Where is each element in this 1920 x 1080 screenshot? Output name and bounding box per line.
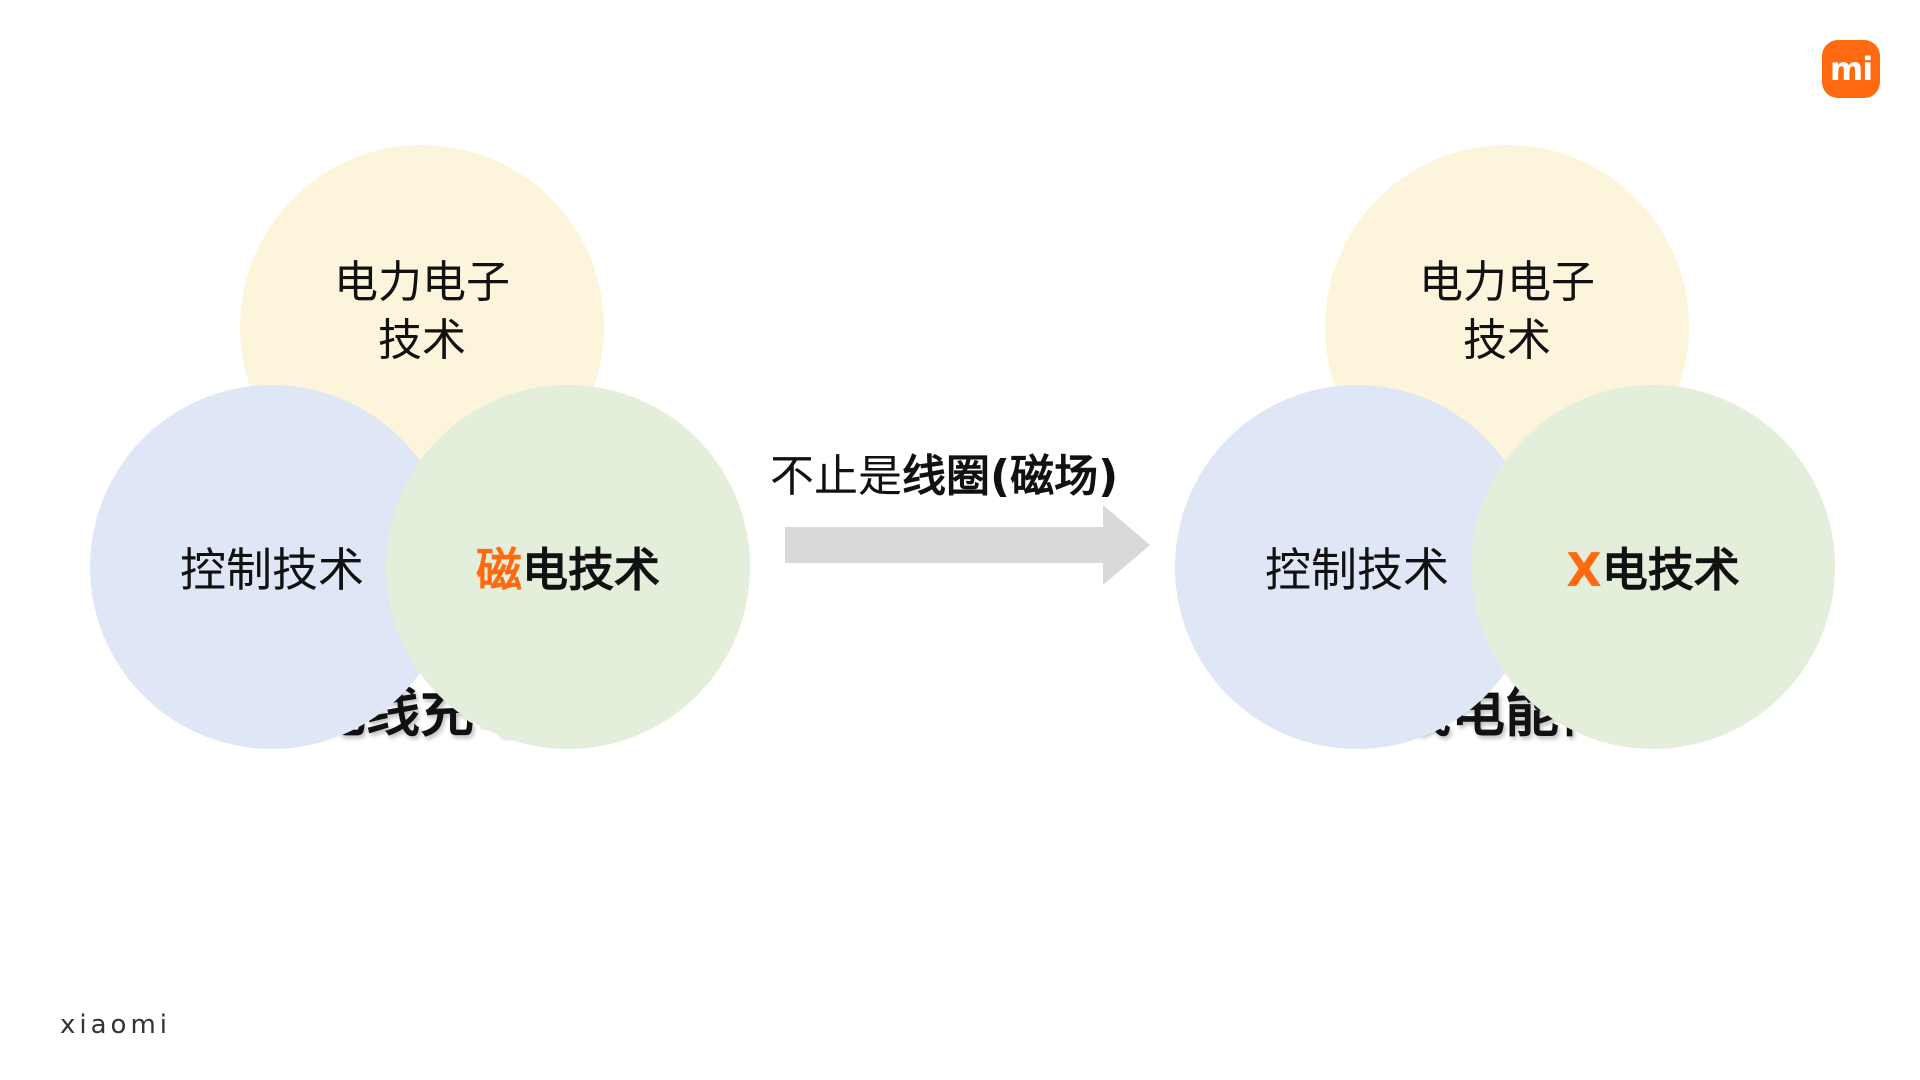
left-bottom-right-rest: 电技术: [522, 543, 660, 597]
right-bottom-left-label: 控制技术: [1265, 543, 1449, 597]
right-bottom-right-rest: 电技术: [1601, 543, 1740, 597]
right-top-line2: 技术: [1463, 315, 1551, 366]
left-top-line2: 技术: [378, 315, 466, 366]
mi-logo: mi: [1822, 40, 1880, 98]
right-circle-x-electric: X电技术: [1471, 385, 1835, 749]
right-arrow-icon: [785, 505, 1150, 585]
xiaomi-brand-wordmark: xiaomi: [60, 1010, 172, 1040]
arrow-head: [1103, 505, 1150, 585]
transition-bold: 线圈(磁场): [902, 451, 1119, 502]
left-top-line1: 电力电子: [334, 257, 510, 308]
left-circle-magnetic: 磁电技术: [386, 385, 750, 749]
transition-label: 不止是线圈(磁场): [770, 440, 1150, 504]
left-circle-top-label: 电力电子 技术: [334, 254, 510, 370]
right-top-line1: 电力电子: [1419, 257, 1595, 308]
right-accent-char: X: [1566, 543, 1602, 597]
right-circle-top-label: 电力电子 技术: [1419, 254, 1595, 370]
left-bottom-left-label: 控制技术: [180, 543, 364, 597]
mi-logo-text: mi: [1829, 50, 1873, 88]
left-accent-char: 磁: [476, 543, 522, 597]
right-bottom-right-label: X电技术: [1566, 534, 1739, 600]
transition-normal: 不止是: [770, 451, 902, 502]
left-bottom-right-label: 磁电技术: [476, 534, 660, 600]
left-venn-diagram: 电力电子 技术 控制技术 磁电技术: [90, 145, 750, 765]
right-venn-diagram: 电力电子 技术 控制技术 X电技术: [1175, 145, 1835, 765]
arrow-shaft: [785, 527, 1105, 563]
